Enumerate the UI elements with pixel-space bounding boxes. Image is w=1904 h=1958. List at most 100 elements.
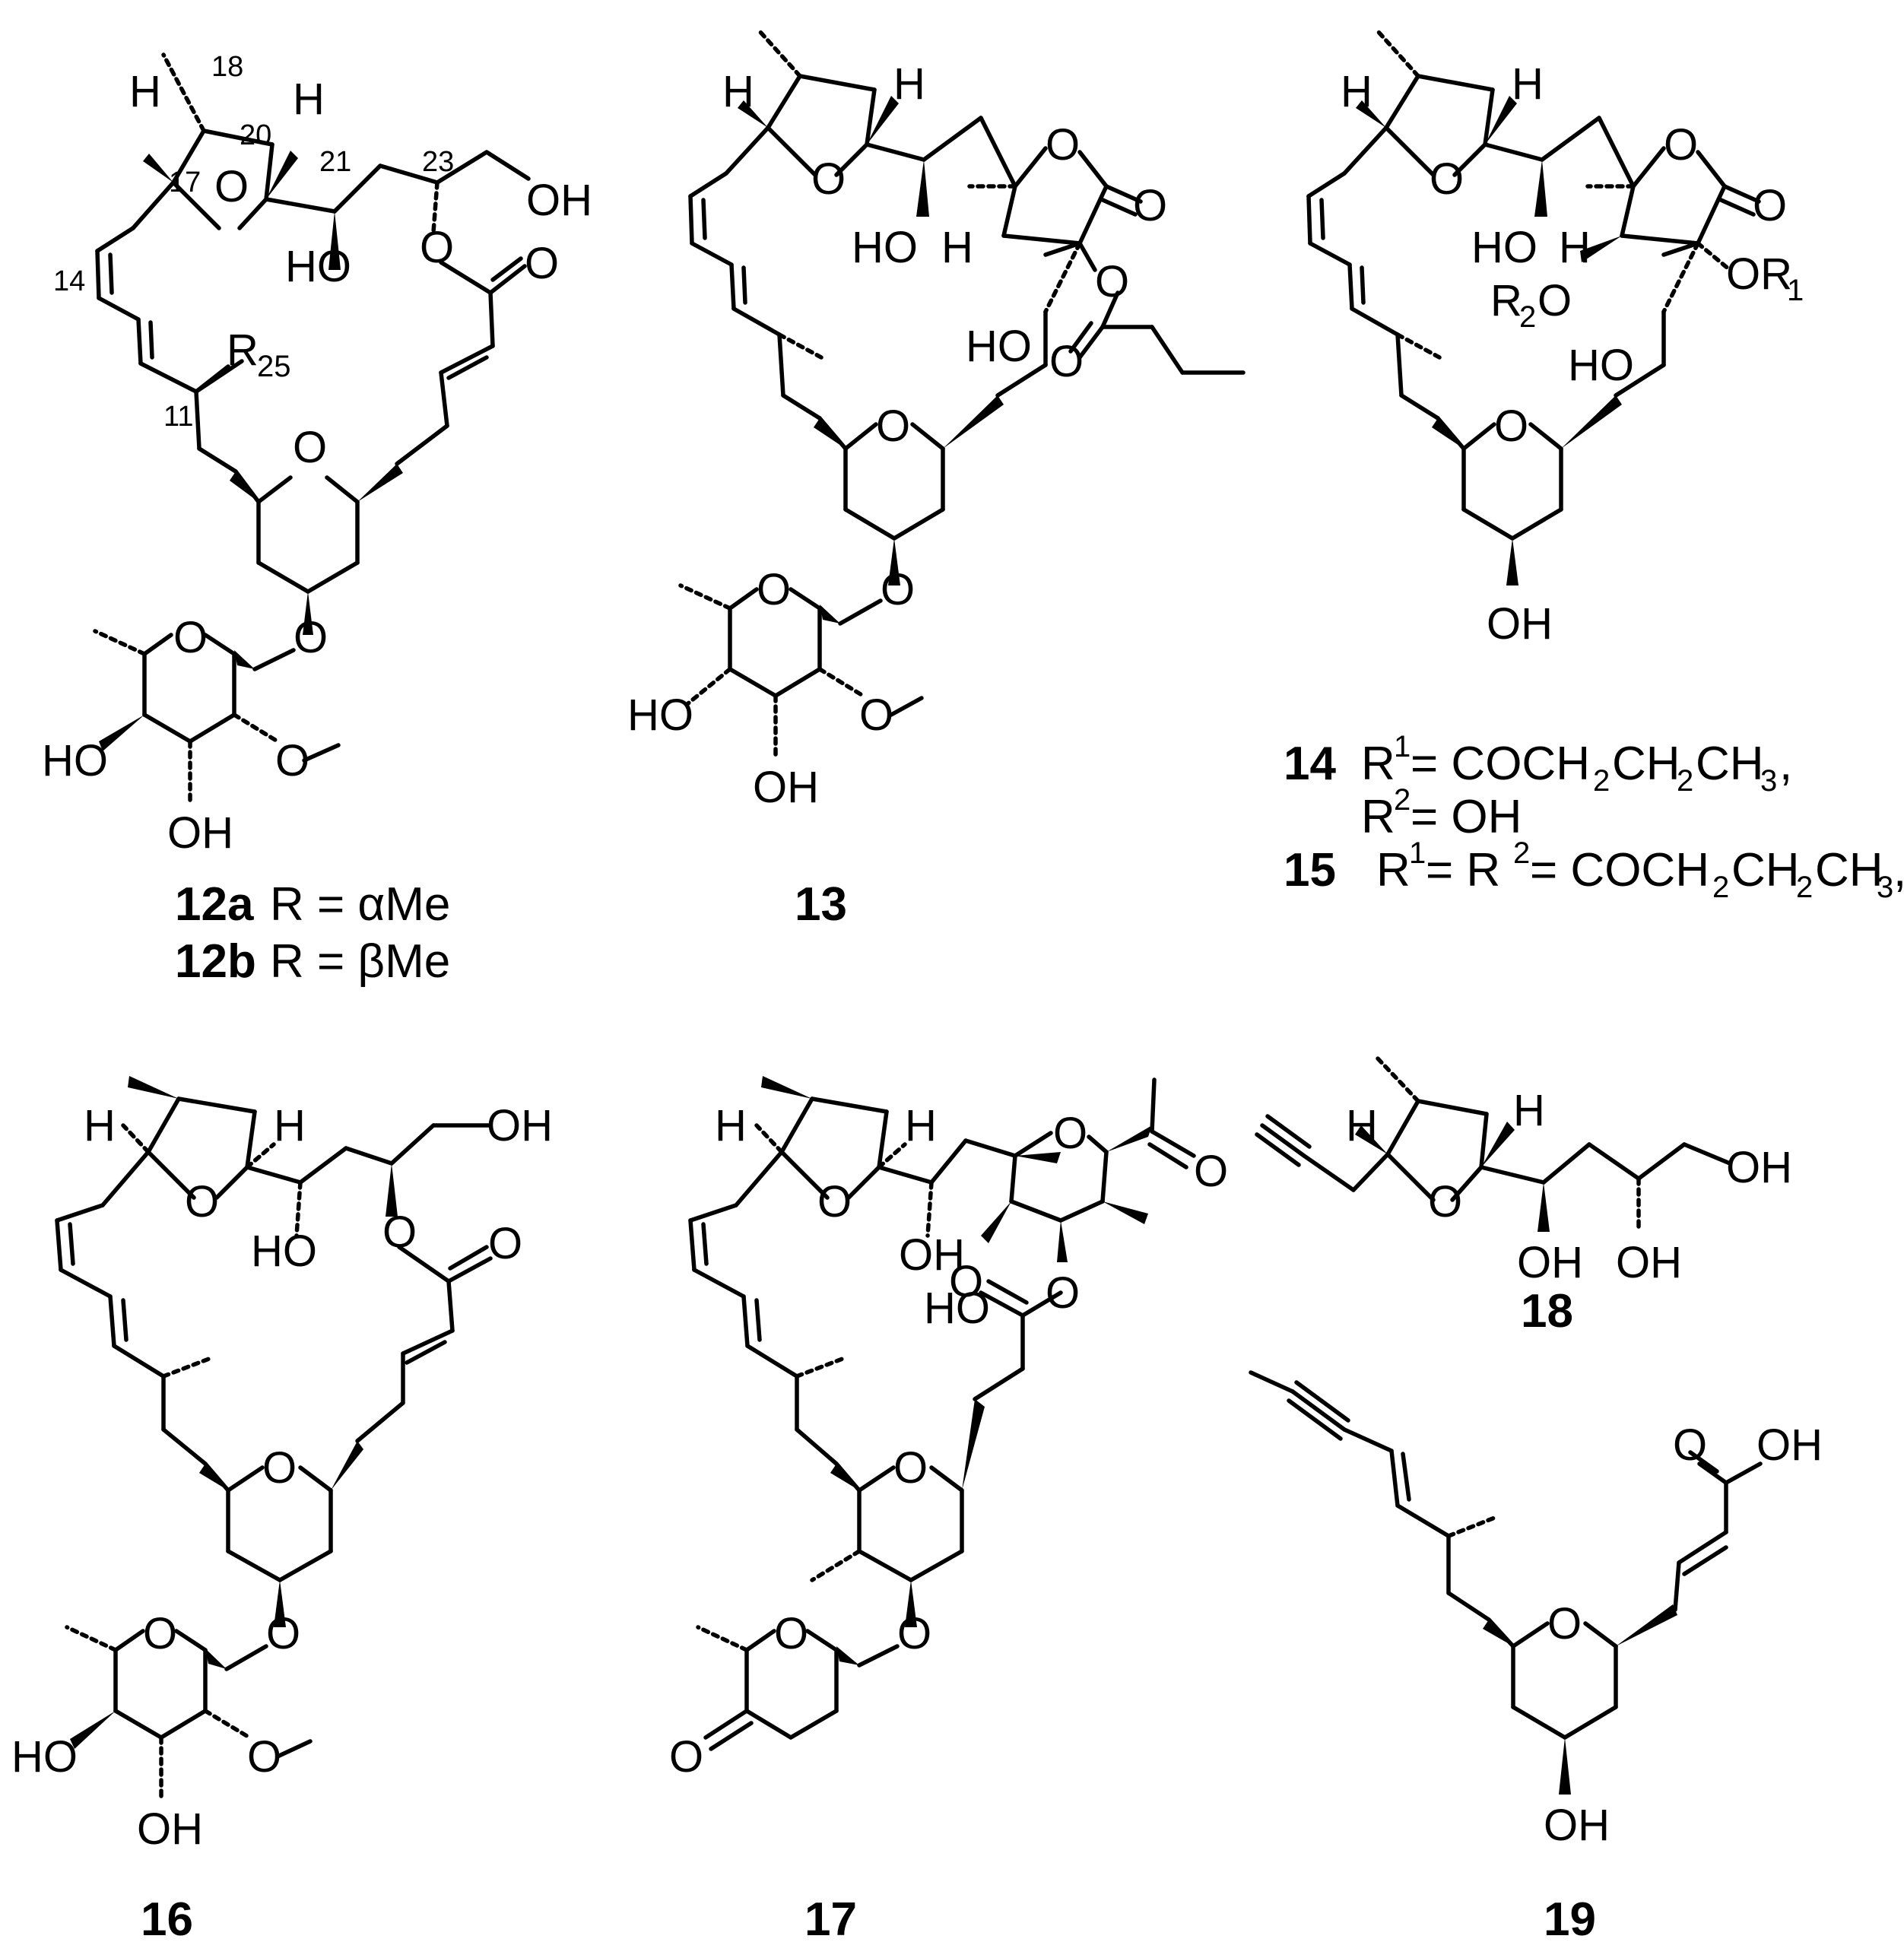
superscript: 1 [1409,836,1426,870]
structure-13 [678,28,1246,759]
atom-o: O [1049,337,1084,386]
atom-ho: HO [11,1732,78,1782]
subscript: 2 [1712,871,1729,904]
atom-oh: OH [526,176,592,225]
atom-r2o-r: R [1490,276,1522,325]
atom-o: O [525,239,559,288]
atom-o: O [293,423,327,472]
atom-o: O [817,1177,852,1227]
atom-h: H [1512,59,1544,109]
locant-11: 11 [163,401,193,433]
atom-labels-13: H H O HO H O O HO O O O O O HO OH O [627,59,1167,812]
atom-o: O [897,1609,931,1658]
r-symbol: R [1361,738,1395,790]
atom-ho: HO [627,690,693,740]
atom-o: O [669,1732,703,1782]
atom-o: O [1428,1177,1462,1227]
atom-o: O [1753,181,1787,230]
structure-17 [688,1076,1196,1751]
atom-h: H [893,59,925,109]
atom-o: O [1430,154,1464,204]
substituent-text: = COCH [1530,844,1709,896]
compound-12a-definition: R = αMe [270,878,450,931]
substituent-text: CH [1696,738,1764,790]
structure-18 [1255,1055,1732,1234]
superscript: 2 [1513,836,1530,870]
atom-o: O [949,1257,983,1306]
substituent-text: , [1893,844,1904,896]
r-symbol: R [1361,791,1395,843]
subscript: 2 [1677,764,1693,798]
atom-o: O [420,223,454,272]
atom-oh: OH [1517,1238,1583,1287]
locant-14: 14 [53,265,85,297]
atom-labels-18: H H O OH OH OH [1346,1086,1792,1287]
structure-12 [93,52,531,804]
caption-17: 17 [804,1893,857,1946]
atom-oh: OH [1487,599,1553,649]
atom-oh: OH [1756,1420,1823,1470]
atom-h: H [1341,67,1372,116]
locant-23: 23 [422,146,454,178]
atom-o: O [1664,120,1698,170]
atom-oh: OH [1544,1801,1610,1850]
compound-number-15: 15 [1284,844,1336,896]
atom-h: H [1346,1101,1378,1150]
superscript: 2 [1394,783,1411,817]
atom-or: OR [1726,249,1792,299]
atom-o: O [1046,120,1080,170]
atom-o: O [893,1443,928,1493]
atom-h: H [905,1101,937,1150]
atom-ho: HO [285,242,351,291]
atom-oh: OH [899,1230,965,1280]
atom-oh: OH [137,1804,203,1854]
substituent-text: , [1779,738,1792,790]
r25-subscript: 25 [257,350,291,383]
caption-14-15: 14 R 1 = COCH 2 CH 2 CH 3 , R 2 = OH 15 … [1284,730,1904,904]
atom-o: O [266,1609,300,1658]
atom-o: O [143,1609,177,1658]
atom-o: O [382,1207,417,1257]
subscript: 2 [1796,871,1813,904]
atom-o: O [1494,401,1528,451]
atom-o: O [811,154,846,204]
atom-h: H [293,75,325,124]
compound-12b-definition: R = βMe [270,935,450,988]
atom-h: H [129,67,161,116]
compound-number-12a: 12a [175,878,254,931]
atom-h: H [722,67,754,116]
atom-ho: HO [852,223,918,272]
atom-h: H [1559,223,1591,272]
atom-o: O [214,162,249,211]
atom-ho: HO [251,1227,317,1276]
atom-labels-14-15: H H O HO H O O R 2 O HO OR 1 O OH [1341,59,1804,649]
atom-labels-19: O OH O OH [1544,1420,1823,1850]
substituent-text: = R [1426,844,1500,896]
compound-number-18: 18 [1521,1285,1573,1338]
atom-oh: OH [1726,1143,1792,1192]
substituent-text: CH [1731,844,1800,896]
atom-ho: HO [924,1284,990,1333]
substituent-text: CH [1815,844,1883,896]
locant-21: 21 [319,146,351,178]
subscript: 3 [1760,764,1777,798]
atom-o: O [294,613,328,662]
locant-17: 17 [169,167,201,198]
caption-19: 19 [1544,1893,1596,1946]
substituent-text: = OH [1411,791,1522,843]
atom-o: O [1673,1420,1707,1470]
compound-number-19: 19 [1544,1893,1596,1946]
atom-o: O [488,1219,522,1268]
compound-number-17: 17 [804,1893,857,1946]
atom-oh: OH [487,1101,553,1150]
atom-r: R [227,325,259,375]
compound-number-14: 14 [1284,738,1336,790]
atom-labels-16: H H O OH HO O O O O O HO OH O [11,1101,553,1854]
atom-labels-17: H H O OH O O HO O O O O O O [669,1101,1228,1782]
atom-oh: OH [753,763,819,812]
atom-o: O [173,613,208,662]
caption-16: 16 [141,1893,193,1946]
atom-h: H [715,1101,747,1150]
atom-ho: HO [966,322,1032,371]
